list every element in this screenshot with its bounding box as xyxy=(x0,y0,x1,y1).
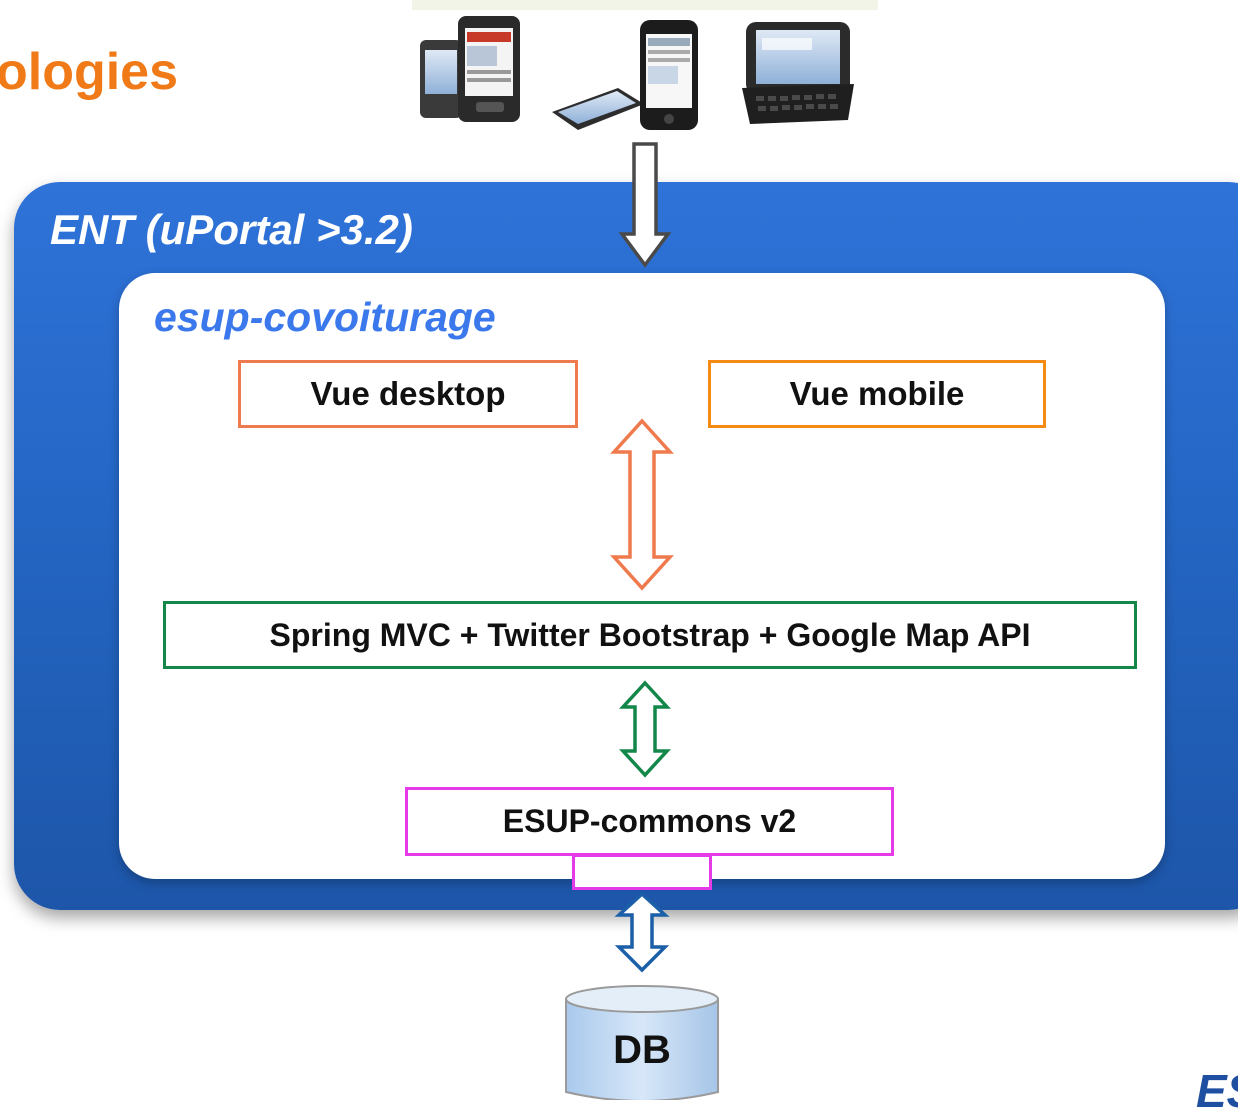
database-icon xyxy=(565,985,719,1100)
esup-commons-box: ESUP-commons v2 xyxy=(405,787,894,856)
esup-logo: ES xyxy=(1196,1065,1238,1117)
esup-connector-box xyxy=(572,854,712,890)
vue-mobile-box: Vue mobile xyxy=(708,360,1046,428)
spring-mvc-box: Spring MVC + Twitter Bootstrap + Google … xyxy=(163,601,1137,669)
ent-label: ENT (uPortal >3.2) xyxy=(50,206,413,253)
devices-photo-strip xyxy=(412,0,878,10)
app-label: esup-covoiturage xyxy=(154,294,496,340)
down-arrow-icon xyxy=(618,142,672,268)
slide-title: ologies xyxy=(0,43,179,101)
double-arrow-blue-icon xyxy=(614,891,670,973)
mobile-devices-icon xyxy=(420,16,854,130)
double-arrow-green-icon xyxy=(619,680,671,778)
phone-touch-icon xyxy=(552,20,698,130)
phone-qwerty-icon xyxy=(742,22,854,124)
double-arrow-orange-icon xyxy=(610,418,674,591)
phone-slider-icon xyxy=(420,16,520,122)
db-label: DB xyxy=(613,1028,671,1072)
vue-desktop-box: Vue desktop xyxy=(238,360,578,428)
